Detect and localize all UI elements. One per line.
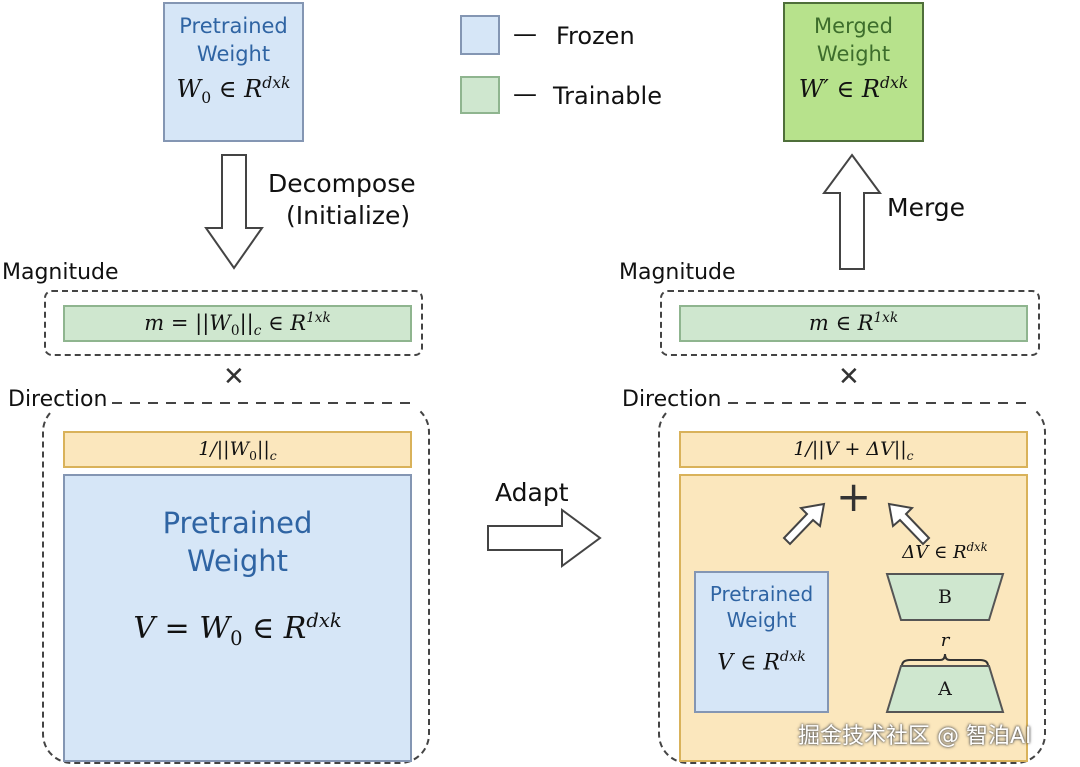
rank-r-label: r: [940, 630, 950, 651]
right-magnitude-container: [660, 290, 1040, 356]
delta-v-formula: ΔV ∈ Rdxk: [902, 540, 988, 563]
adapt-arrow-icon: [487, 508, 602, 568]
matrix-b-shape: [885, 573, 1005, 621]
right-v-formula: V ∈ Rdxk: [717, 649, 806, 676]
right-times-icon: ✕: [838, 362, 860, 392]
right-pretrained-weight-box: Pretrained Weight V ∈ Rdxk: [694, 571, 829, 713]
right-magnitude-label: Magnitude: [619, 260, 736, 285]
decompose-arrow-icon: [204, 154, 264, 270]
adapt-label: Adapt: [495, 478, 569, 507]
pretrained-weight-title: Pretrained Weight: [179, 14, 288, 66]
left-v-formula: V = W0 ∈ Rdxk: [133, 609, 342, 650]
left-direction-top-dash: [112, 402, 412, 404]
left-pretrained-weight-box: Pretrained Weight V = W0 ∈ Rdxk: [63, 474, 412, 762]
decompose-label: Decompose (Initialize): [268, 169, 416, 230]
watermark-text: 掘金技术社区 @ 智泊AI: [798, 724, 1032, 749]
legend-frozen-label: Frozen: [556, 22, 635, 50]
left-magnitude-container: [44, 290, 423, 356]
pretrained-weight-box-top: Pretrained Weight W0 ∈ Rdxk: [163, 2, 304, 142]
merge-label: Merge: [887, 193, 966, 222]
left-norm-formula: 1/||W0||c: [198, 438, 277, 463]
right-magnitude-vector: m ∈ R1xk: [679, 305, 1028, 342]
plus-icon: +: [836, 472, 872, 521]
right-pretrained-weight-title: Pretrained Weight: [709, 582, 814, 632]
left-times-icon: ✕: [223, 362, 245, 392]
legend-trainable-label: Trainable: [553, 82, 662, 110]
left-magnitude-vector: m = ||W0||c ∈ R1xk: [63, 305, 412, 342]
legend-trainable-swatch: [460, 76, 500, 114]
right-direction-container: [658, 402, 1046, 764]
right-norm-formula: 1/||V + ΔV||c: [793, 438, 914, 463]
right-magnitude-formula: m ∈ R1xk: [808, 310, 899, 335]
right-norm-bar: 1/||V + ΔV||c: [679, 431, 1028, 468]
legend-frozen-dash: —: [513, 20, 537, 48]
right-direction-top-dash: [728, 402, 1028, 404]
left-direction-container: [42, 402, 430, 764]
legend-trainable-dash: —: [513, 80, 537, 108]
merge-arrow-icon: [822, 153, 882, 270]
left-magnitude-formula: m = ||W0||c ∈ R1xk: [144, 310, 331, 340]
legend-frozen-swatch: [460, 15, 500, 55]
merged-weight-box: Merged Weight W′ ∈ Rdxk: [783, 2, 924, 142]
rank-brace-icon: [901, 653, 989, 667]
matrix-b-label: B: [938, 586, 952, 608]
left-norm-bar: 1/||W0||c: [63, 431, 412, 468]
left-magnitude-label: Magnitude: [2, 260, 119, 285]
merged-weight-formula: W′ ∈ Rdxk: [798, 74, 909, 103]
pretrained-weight-formula: W0 ∈ Rdxk: [176, 74, 291, 107]
merged-weight-title: Merged Weight: [814, 14, 893, 66]
matrix-a-label: A: [938, 678, 952, 700]
right-diag-arrow-icon: [887, 502, 931, 546]
matrix-a-shape: [885, 665, 1005, 713]
left-pretrained-weight-title: Pretrained Weight: [162, 506, 313, 578]
left-diag-arrow-icon: [782, 502, 826, 546]
